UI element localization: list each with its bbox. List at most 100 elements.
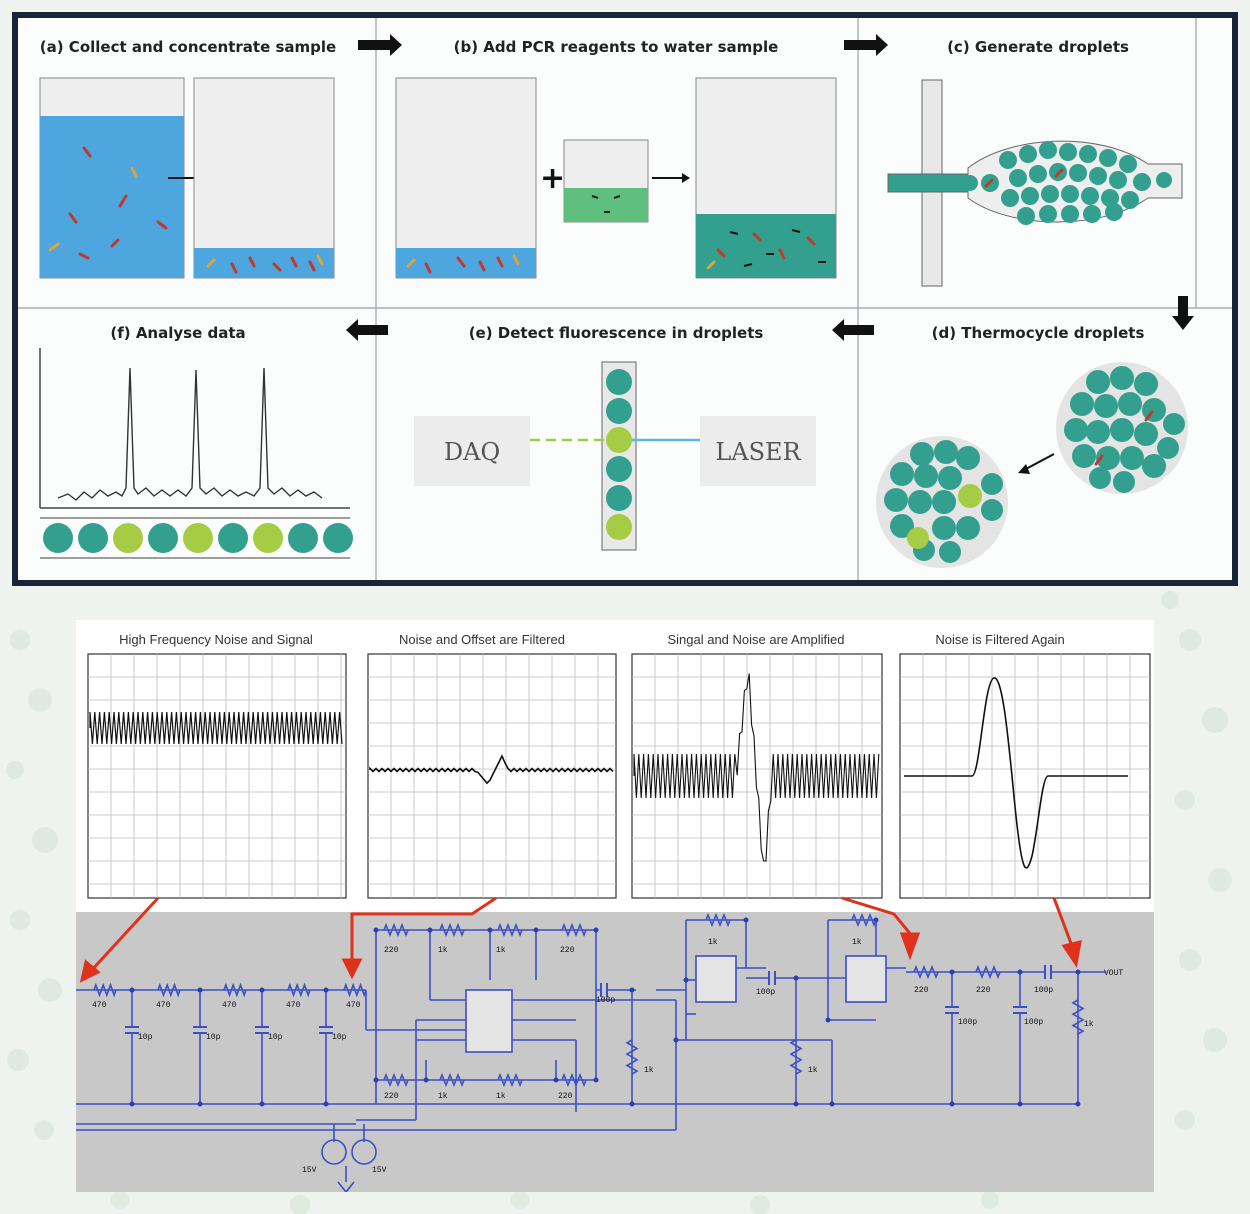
- plot-title-2: Noise and Offset are Filtered: [399, 632, 565, 647]
- waveform-noisy-signal: [89, 711, 343, 745]
- resistor-value: 470: [156, 1001, 171, 1010]
- arrow-down-icon: [1061, 939, 1082, 968]
- arrow-right-icon: [844, 34, 888, 56]
- op-amp-2: [695, 955, 737, 1003]
- daq-box: DAQ: [414, 416, 530, 486]
- resistor-value: 220: [914, 986, 929, 995]
- resistor-symbol: [1071, 999, 1085, 1035]
- resistor-value: 470: [286, 1001, 301, 1010]
- negative-droplet: [43, 523, 73, 553]
- ddpcr-workflow-panel: (a) Collect and concentrate sample (b) A…: [12, 12, 1238, 586]
- resistor-value: 470: [346, 1001, 361, 1010]
- step-label-f: (f) Analyse data: [110, 324, 245, 342]
- concentrated-sample-beaker: [395, 77, 537, 279]
- laser-label: LASER: [715, 438, 801, 466]
- capacitor-symbol: [1012, 1006, 1028, 1014]
- resistor-symbol: [223, 982, 247, 998]
- supply-label: 15V: [372, 1166, 387, 1175]
- daq-label: DAQ: [444, 438, 500, 466]
- resistor-symbol: [975, 964, 1001, 980]
- negative-droplet: [606, 398, 632, 424]
- resistor-symbol: [157, 982, 181, 998]
- detector-droplets: [606, 369, 632, 540]
- voltage-sources: [321, 1139, 377, 1192]
- step-label-b: (b) Add PCR reagents to water sample: [454, 38, 779, 56]
- step-label-c: (c) Generate droplets: [947, 38, 1129, 56]
- negative-droplet: [288, 523, 318, 553]
- plus-icon: +: [540, 161, 565, 196]
- capacitor-value: 100p: [596, 996, 615, 1005]
- negative-droplet: [78, 523, 108, 553]
- capacitor-value: 10p: [138, 1033, 153, 1042]
- detector-signal-trace: [57, 367, 323, 501]
- waveform-amplified: [633, 673, 880, 862]
- schematic-background: [76, 912, 1154, 1192]
- resistor-symbol: [705, 912, 731, 928]
- negative-droplet: [323, 523, 353, 553]
- step-label-e: (e) Detect fluorescence in droplets: [469, 324, 764, 342]
- positive-droplet: [253, 523, 283, 553]
- capacitor-symbol: [768, 970, 776, 986]
- arrow-down-icon: [341, 958, 363, 980]
- positive-droplet: [113, 523, 143, 553]
- arrow-left-icon: [1018, 453, 1055, 474]
- capacitor-value: 100p: [958, 1018, 977, 1027]
- resistor-value: 1k: [438, 946, 448, 955]
- capacitor-value: 100p: [756, 988, 775, 997]
- op-amp-components: [465, 955, 887, 1053]
- resistor-value: 1k: [496, 946, 506, 955]
- capacitor-value: 10p: [206, 1033, 221, 1042]
- arrow-down-left-icon: [79, 959, 101, 983]
- resistor-value: 1k: [644, 1066, 654, 1075]
- capacitor-symbol: [600, 982, 608, 998]
- negative-droplet: [218, 523, 248, 553]
- resistor-symbol: [93, 982, 117, 998]
- resistor-value: 220: [558, 1092, 573, 1101]
- waveform-filtered: [369, 754, 614, 785]
- resistor-symbol: [383, 1072, 409, 1088]
- resistor-value: 1k: [1084, 1020, 1094, 1029]
- waveform-final: [904, 677, 1128, 869]
- resistor-symbol: [497, 922, 523, 938]
- capacitor-symbol: [254, 1026, 270, 1034]
- plot-title-4: Noise is Filtered Again: [935, 632, 1064, 647]
- arrow-down-icon: [899, 932, 921, 961]
- step-label-d: (d) Thermocycle droplets: [932, 324, 1145, 342]
- junction-dots: [129, 917, 1081, 1107]
- analysis-droplet-row: [43, 523, 353, 553]
- op-amp-1: [465, 989, 513, 1053]
- resistor-symbol: [625, 1039, 639, 1075]
- positive-droplet: [183, 523, 213, 553]
- output-label: VOUT: [1104, 969, 1123, 978]
- flow-arrows: [346, 34, 1194, 341]
- signal-chain-panel: High Frequency Noise and Signal Noise an…: [76, 620, 1154, 1192]
- pcr-reagent-tube: [563, 139, 649, 223]
- arrow-left-icon: [832, 319, 874, 341]
- capacitor-value: 100p: [1034, 986, 1053, 995]
- capacitor-symbol: [124, 1026, 140, 1034]
- arrow-right-icon: [652, 173, 690, 183]
- generated-droplets: [962, 141, 1172, 225]
- resistor-value: 470: [92, 1001, 107, 1010]
- resistor-value: 220: [976, 986, 991, 995]
- resistor-symbol: [383, 922, 409, 938]
- resistor-value: 1k: [496, 1092, 506, 1101]
- negative-droplet: [606, 369, 632, 395]
- laser-box: LASER: [700, 416, 816, 486]
- resistor-symbol: [789, 1039, 803, 1075]
- resistor-symbol: [497, 1072, 523, 1088]
- droplets-before-cycling: [1056, 362, 1188, 494]
- resistor-value: 220: [560, 946, 575, 955]
- capacitor-value: 100p: [1024, 1018, 1043, 1027]
- capacitor-value: 10p: [332, 1033, 347, 1042]
- sample-beaker-full: [39, 77, 185, 279]
- resistor-symbol: [561, 922, 587, 938]
- reaction-mix-beaker: [695, 77, 837, 279]
- arrow-left-icon: [346, 319, 388, 341]
- stage-pointer-arrows: [79, 896, 1082, 983]
- plot-title-3: Singal and Noise are Amplified: [667, 632, 844, 647]
- positive-droplet: [606, 427, 632, 453]
- arrow-down-icon: [1172, 296, 1194, 330]
- positive-droplet: [606, 514, 632, 540]
- resistor-symbol: [561, 1072, 587, 1088]
